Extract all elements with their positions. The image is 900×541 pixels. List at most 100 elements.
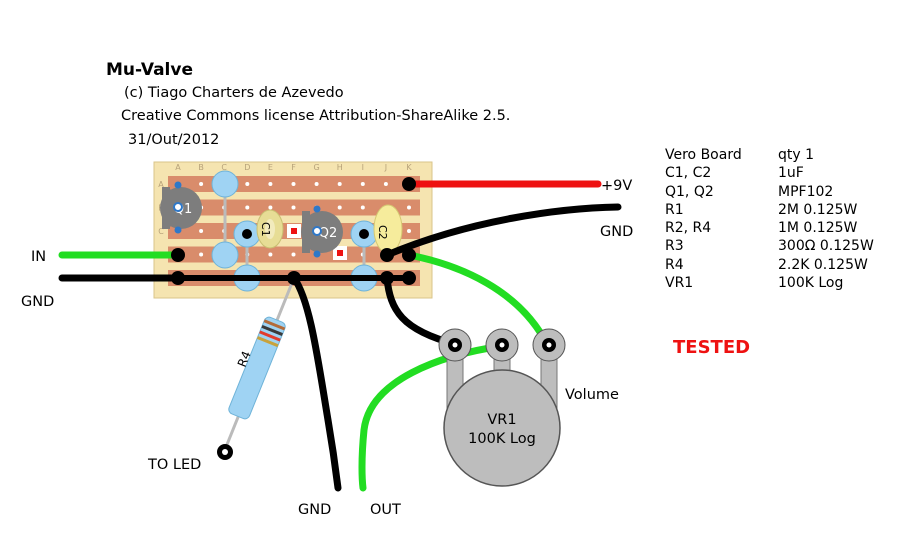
board-hole <box>337 182 342 186</box>
column-label: J <box>384 163 387 172</box>
c1-label: C1 <box>259 222 272 237</box>
strip-cut-mark <box>291 228 297 234</box>
transistor-q2-flat <box>302 211 310 253</box>
transistor-q1-flat <box>162 187 170 229</box>
pin <box>313 250 321 258</box>
board-hole <box>268 205 273 210</box>
board-hole <box>314 182 319 186</box>
column-label: E <box>268 163 273 172</box>
bom-part: R2, R4 <box>665 220 712 237</box>
bom-row: R1 2M 0.125W <box>665 201 874 219</box>
bom-part: R1 <box>665 201 684 218</box>
label-volume: Volume <box>565 387 619 403</box>
resistor-r1-top <box>211 170 239 198</box>
pin <box>173 202 183 212</box>
label-in: IN <box>31 249 46 265</box>
bom-value: 1M 0.125W <box>778 220 858 237</box>
bom-value: MPF102 <box>778 183 834 200</box>
page-title: Mu-Valve <box>106 60 193 80</box>
board-hole <box>360 205 365 210</box>
pin <box>312 226 322 236</box>
column-label: H <box>337 163 343 172</box>
pad <box>380 271 394 285</box>
column-labels: A B C D E F G H I J K <box>175 163 412 172</box>
bom-part: C1, C2 <box>665 165 712 182</box>
board-hole <box>245 205 250 210</box>
column-label: D <box>244 163 250 172</box>
bom-row: Q1, Q2 MPF102 <box>665 183 874 201</box>
pad <box>171 271 185 285</box>
transistor-q2-body <box>301 211 343 253</box>
pad <box>402 177 416 191</box>
pad <box>222 449 228 455</box>
label-gnd-bottom: GND <box>298 502 331 518</box>
bom-part: R3 <box>665 238 684 255</box>
bom-row: R2, R4 1M 0.125W <box>665 219 874 237</box>
board-hole <box>199 182 204 186</box>
bom-value: 1uF <box>778 165 804 182</box>
column-label: A <box>175 163 181 172</box>
pot-name: VR1 <box>487 412 516 428</box>
label-gnd-left: GND <box>21 294 54 310</box>
pad <box>402 248 416 262</box>
pot-value: 100K Log <box>468 431 536 447</box>
license: Creative Commons license Attribution-Sha… <box>121 108 511 124</box>
pin <box>174 226 182 234</box>
bom-row: Vero Board qty 1 <box>665 146 874 164</box>
strip-cut-mark <box>337 250 343 256</box>
board-hole <box>199 229 204 233</box>
pin <box>174 181 182 189</box>
board-hole <box>245 182 250 186</box>
pad <box>359 229 369 239</box>
board-hole <box>199 252 204 257</box>
wire-gnd-right <box>383 203 622 259</box>
column-label: G <box>313 163 319 172</box>
board-hole <box>337 205 342 210</box>
board-hole <box>360 182 365 186</box>
bom-part: Vero Board <box>665 147 742 163</box>
wire-gnd-bottom <box>290 274 342 492</box>
bom-value: 2M 0.125W <box>778 201 858 218</box>
potentiometer-vr1 <box>438 328 566 487</box>
bom-row: VR1 100K Log <box>665 274 874 292</box>
bom-row: C1, C2 1uF <box>665 164 874 182</box>
r4-label: R4 <box>235 349 254 369</box>
copyright: (c) Tiago Charters de Azevedo <box>124 85 344 101</box>
board-hole <box>268 182 273 186</box>
board-hole <box>291 252 296 257</box>
pad <box>287 271 301 285</box>
board-hole <box>407 229 411 233</box>
board-hole <box>407 205 411 210</box>
column-label: B <box>198 163 204 172</box>
board-hole <box>291 182 296 186</box>
label-gnd-right: GND <box>600 224 633 240</box>
bom-value: 100K Log <box>778 275 844 292</box>
bom-value: qty 1 <box>778 147 815 163</box>
pad <box>380 248 394 262</box>
bom-part: Q1, Q2 <box>665 183 714 200</box>
bom-part: VR1 <box>665 275 694 292</box>
bom-part: R4 <box>665 256 684 273</box>
label-out: OUT <box>370 502 401 518</box>
pad <box>242 229 252 239</box>
pin <box>313 205 321 213</box>
row-label: A <box>158 180 164 189</box>
c2-label: C2 <box>376 225 389 240</box>
q2-label: Q2 <box>319 226 338 241</box>
date: 31/Out/2012 <box>128 132 220 148</box>
column-label: I <box>362 163 364 172</box>
resistor-r4 <box>228 316 286 420</box>
board-hole <box>268 252 273 257</box>
label-9v: +9V <box>601 178 632 194</box>
label-to-led: TO LED <box>147 457 201 473</box>
status-tested: TESTED <box>673 337 751 358</box>
column-label: F <box>291 163 296 172</box>
board-hole <box>383 182 388 186</box>
column-label: C <box>221 163 227 172</box>
row-label: C <box>158 227 164 236</box>
column-label: K <box>406 163 412 172</box>
